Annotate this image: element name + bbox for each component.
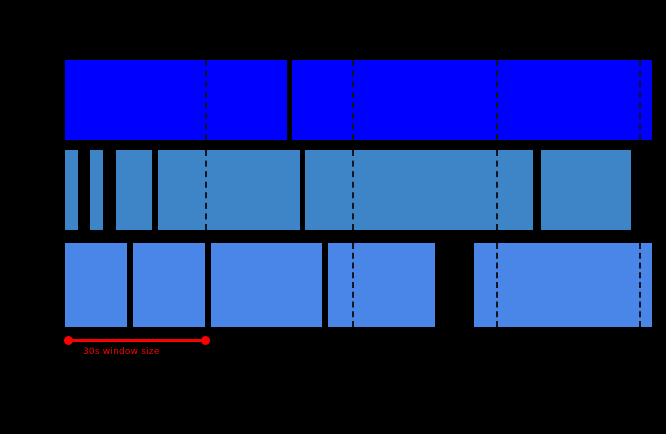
bar-segment (541, 150, 631, 230)
bar-segment (328, 243, 435, 327)
bar-segment (292, 60, 652, 140)
window-size-start-marker (64, 336, 73, 345)
bar-segment (474, 243, 652, 327)
bar-segment (158, 150, 300, 230)
window-size-line (68, 339, 206, 342)
window-size-end-marker (201, 336, 210, 345)
bar-segment (116, 150, 152, 230)
bar-segment (211, 243, 322, 327)
window-size-label: 30s window size (83, 347, 160, 357)
track-3 (0, 243, 666, 327)
bar-segment (133, 243, 205, 327)
track-2 (0, 150, 666, 230)
bar-segment (305, 150, 533, 230)
bar-segment (65, 150, 78, 230)
bar-segment (65, 60, 287, 140)
bar-segment (65, 243, 127, 327)
track-1 (0, 60, 666, 140)
bar-segment (90, 150, 103, 230)
